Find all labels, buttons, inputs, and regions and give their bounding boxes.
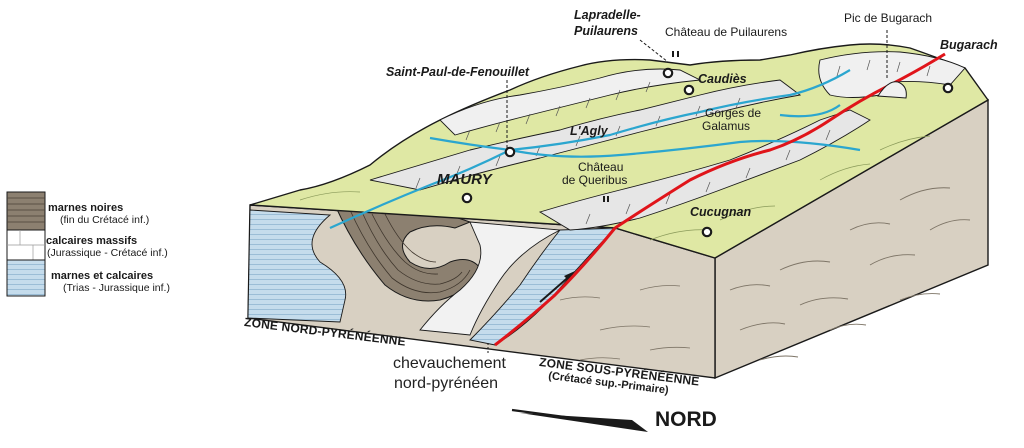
- town-marker-caudies: [683, 84, 695, 96]
- south-face-texture: [729, 187, 971, 361]
- river-lower: [329, 149, 511, 229]
- label-thrust-line1: chevauchement: [393, 355, 506, 372]
- pic-bugarach-shape: [877, 81, 907, 99]
- thrust-line-section: [494, 227, 617, 347]
- town-marker-saint-paul: [504, 146, 516, 158]
- town-marker-bugarach: [942, 82, 954, 94]
- label-maury: MAURY: [437, 171, 492, 188]
- label-chateau-puilaurens: Château de Puilaurens: [665, 25, 788, 39]
- legend-swatch-marl-limestone: [6, 259, 46, 297]
- ridge-hachures: [415, 59, 931, 225]
- town-marker-maury: [461, 192, 473, 204]
- label-saint-paul: Saint-Paul-de-Fenouillet: [386, 65, 530, 79]
- town-markers: [461, 67, 954, 238]
- fold-lines: [349, 209, 471, 294]
- label-agly: L'Agly: [570, 124, 608, 138]
- label-bugarach: Bugarach: [940, 38, 998, 52]
- label-gorges-2: Galamus: [702, 119, 751, 133]
- legend-black-marl-subtitle: (fin du Crétacé inf.): [60, 214, 150, 226]
- top-surface: [249, 43, 990, 259]
- label-cucugnan: Cucugnan: [690, 205, 752, 219]
- town-marker-lapradelle: [662, 67, 674, 79]
- label-queribus-2: de Queribus: [562, 173, 628, 187]
- section-limestone-band: [419, 221, 562, 336]
- legend-limestone-title: calcaires massifs: [46, 235, 138, 247]
- river-tributary-2: [779, 104, 841, 118]
- label-gorges-1: Gorges de: [705, 106, 762, 120]
- legend-marl-limestone-subtitle: (Trias - Jurassique inf.): [63, 282, 170, 294]
- river-tributary-1: [509, 139, 861, 158]
- section-blue-marl-left: [247, 209, 347, 323]
- label-lapradelle-2: Puilaurens: [574, 24, 638, 38]
- leader-lines: [506, 30, 888, 148]
- legend-black-marl-title: marnes noires: [48, 202, 124, 214]
- north-arrow: [511, 408, 648, 432]
- ridge-north: [439, 68, 702, 136]
- legend-limestone-subtitle: (Jurassique - Crétacé inf.): [47, 247, 168, 259]
- castle-icon: [603, 196, 609, 202]
- castle-icon: [672, 51, 679, 57]
- label-direction: NORD: [655, 408, 717, 431]
- ridge-queribus: [538, 109, 871, 231]
- label-caudies: Caudiès: [698, 72, 747, 86]
- label-pic-bugarach: Pic de Bugarach: [844, 11, 933, 25]
- section-folded-black-marl: [334, 204, 481, 302]
- legend-column: [6, 191, 46, 297]
- label-thrust-line2: nord-pyrénéen: [394, 375, 499, 392]
- town-marker-cucugnan: [701, 226, 713, 238]
- label-lapradelle-1: Lapradelle-: [574, 8, 641, 22]
- legend-marl-limestone-title: marnes et calcaires: [51, 270, 154, 282]
- label-queribus-1: Château: [578, 160, 624, 174]
